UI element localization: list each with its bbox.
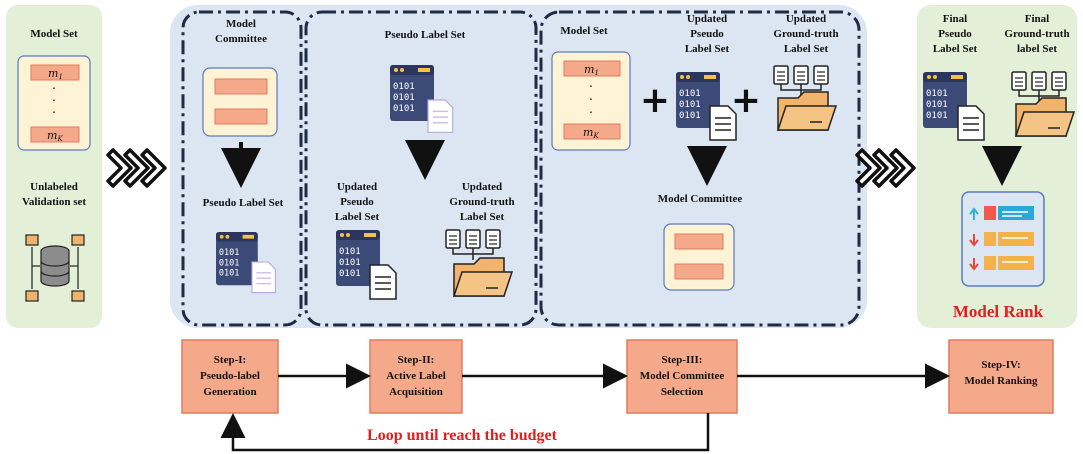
main-model-bar-first: [563, 60, 621, 77]
step-2-line1: Step-II:: [398, 354, 435, 366]
database-icon: [25, 234, 85, 302]
updated-gt-a-line3: Label Set: [460, 211, 505, 223]
committee-bar-1: [214, 78, 268, 95]
updated-pseudo-b-line1: Updated: [687, 13, 727, 25]
ranking-list-icon: [961, 191, 1045, 287]
document-icon: [957, 105, 985, 141]
committee-selection-section: [539, 10, 861, 327]
main-dot-1: ·: [589, 80, 594, 95]
plus-sign-2: +: [731, 80, 761, 121]
left-model-last-label: mK: [47, 129, 63, 143]
final-pseudo-line3: Label Set: [933, 43, 978, 55]
left-unlabeled-line2: Validation set: [22, 196, 86, 208]
file-icon: [1051, 71, 1067, 91]
updated-pseudo-b-line2: Pseudo: [690, 28, 724, 40]
file-icon: [1031, 71, 1047, 91]
committee-box: [202, 67, 278, 137]
left-dot-1: ·: [52, 82, 57, 97]
committee-bar-2: [214, 108, 268, 125]
left-dot-2: ·: [52, 94, 57, 109]
pseudo-label-set-b: Pseudo Label Set: [385, 29, 466, 41]
file-icon: [1011, 71, 1027, 91]
step-3-line1: Step-III:: [662, 354, 703, 366]
step-3-box: [626, 339, 738, 414]
file-icon: [813, 65, 829, 85]
committee-title-line1: Model: [226, 18, 256, 30]
step-3-line2: Model Committee: [640, 370, 725, 382]
updated-gt-b-line2: Ground-truth: [773, 28, 838, 40]
step-4-line1: Step-IV:: [981, 359, 1020, 371]
main-model-first-label: m1: [584, 63, 599, 77]
step-2-box: [369, 339, 463, 414]
model-rank-label: Model Rank: [953, 302, 1044, 321]
final-gt-line3: label Set: [1017, 43, 1057, 55]
pseudo-label-set-a: Pseudo Label Set: [203, 197, 284, 209]
left-model-first-label: m1: [48, 67, 63, 81]
file-connector: [452, 248, 494, 260]
final-gt-line2: Ground-truth: [1004, 28, 1069, 40]
updated-gt-b-line3: Label Set: [784, 43, 829, 55]
updated-pseudo-a-line2: Pseudo: [340, 196, 374, 208]
selected-committee-bar-1: [674, 233, 724, 250]
folder-icon: [453, 257, 513, 297]
updated-gt-a-line1: Updated: [462, 181, 502, 193]
document-icon: [369, 264, 397, 300]
step-1-line3: Generation: [203, 386, 256, 398]
left-model-set-title: Model Set: [30, 28, 78, 40]
plus-sign-1: +: [640, 80, 670, 121]
document-icon: [427, 99, 454, 134]
document-icon: [251, 261, 277, 294]
left-model-bar-first: [30, 64, 80, 81]
updated-pseudo-a-line1: Updated: [337, 181, 377, 193]
left-model-bar-last: [30, 126, 80, 143]
selected-committee-bar-2: [674, 263, 724, 280]
updated-pseudo-a-line3: Label Set: [335, 211, 380, 223]
step-1-line2: Pseudo-label: [200, 370, 260, 382]
main-dot-2: ·: [589, 93, 594, 108]
main-model-bar-last: [563, 123, 621, 140]
model-committee-label: Model Committee: [658, 193, 743, 205]
updated-gt-a-line2: Ground-truth: [449, 196, 514, 208]
step-2-line3: Acquisition: [389, 386, 443, 398]
file-icon: [465, 229, 481, 249]
folder-icon: [777, 91, 837, 131]
step-4-line2: Model Ranking: [964, 375, 1038, 387]
final-pseudo-line2: Pseudo: [938, 28, 972, 40]
loop-arrow: [220, 413, 710, 452]
file-icon: [773, 65, 789, 85]
left-dot-3: ·: [52, 106, 57, 121]
main-model-last-label: mK: [583, 126, 599, 140]
step-3-line3: Selection: [661, 386, 703, 398]
committee-title-line2: Committee: [215, 33, 267, 45]
step-4-box: [948, 339, 1054, 414]
chevron-right-icon: [855, 148, 916, 188]
committee-section: [181, 10, 303, 327]
step-2-line2: Active Label: [386, 370, 446, 382]
final-gt-line1: Final: [1025, 13, 1049, 25]
chevron-right-icon: [106, 148, 167, 188]
active-label-section: [304, 10, 538, 327]
file-icon: [793, 65, 809, 85]
loop-label: Loop until reach the budget: [367, 427, 558, 444]
left-unlabeled-line1: Unlabeled: [30, 181, 78, 193]
updated-pseudo-b-line3: Label Set: [685, 43, 730, 55]
main-model-set-title: Model Set: [560, 25, 608, 37]
folder-icon: [1015, 97, 1075, 137]
file-icon: [445, 229, 461, 249]
step-1-line1: Step-I:: [214, 354, 246, 366]
file-icon: [485, 229, 501, 249]
server-icon: [390, 65, 434, 121]
final-pseudo-line1: Final: [943, 13, 967, 25]
updated-gt-b-line1: Updated: [786, 13, 826, 25]
main-dot-3: ·: [589, 106, 594, 121]
